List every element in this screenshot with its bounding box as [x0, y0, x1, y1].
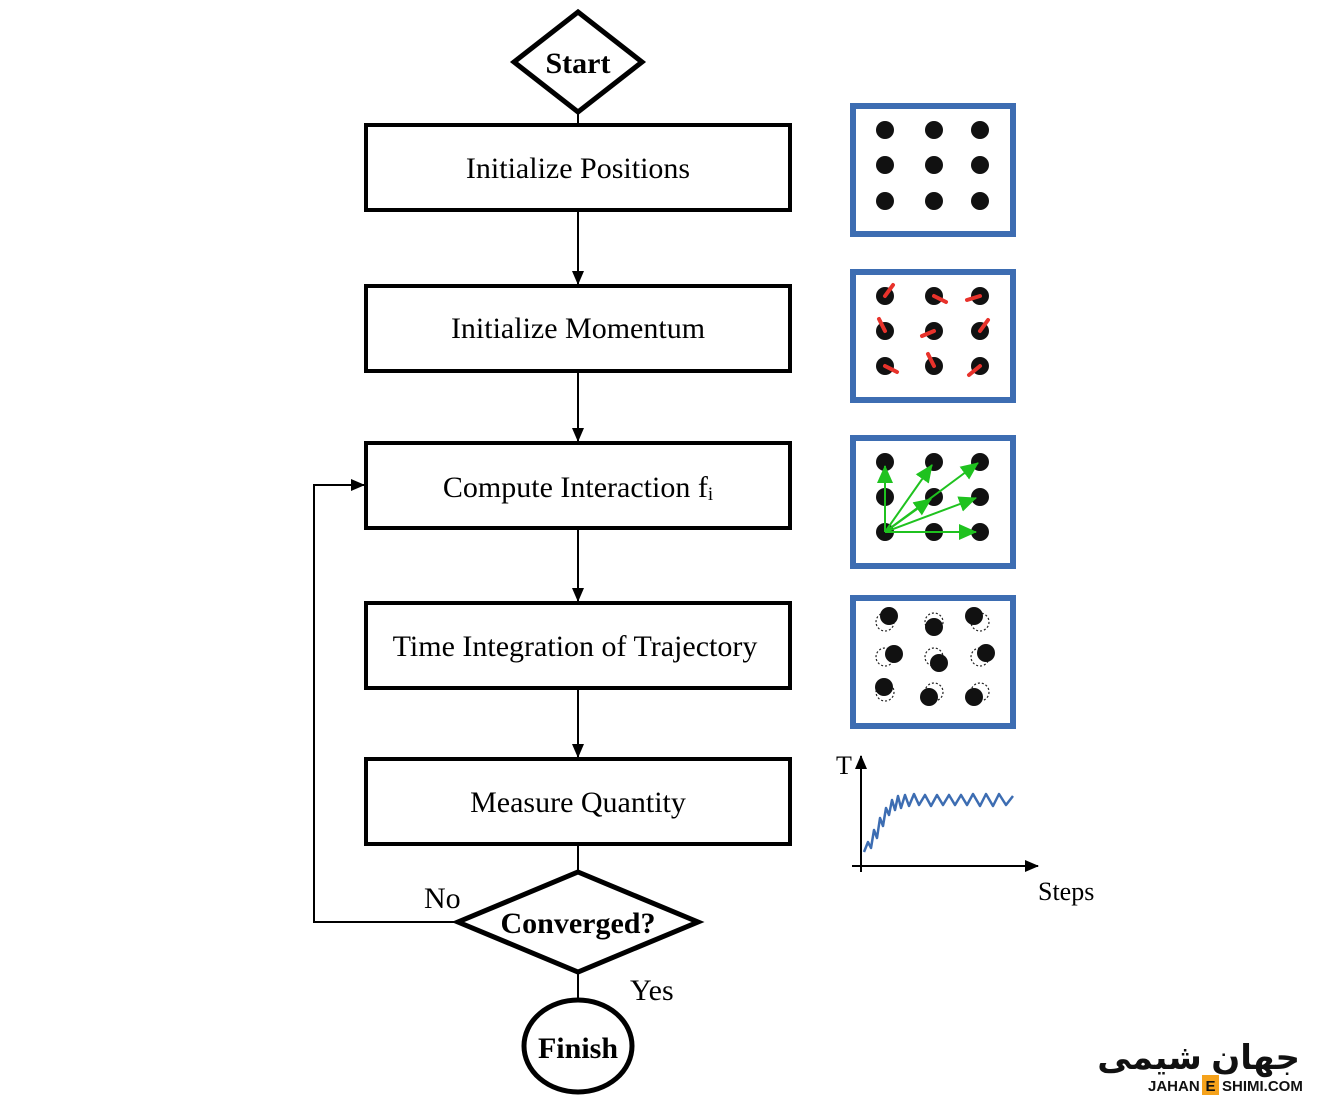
force-arrow: [884, 464, 933, 533]
particle: [971, 192, 989, 210]
step-label: Compute Interaction fi: [443, 471, 713, 505]
step-init-momentum: Initialize Momentum: [364, 284, 792, 373]
momentum-arrow: [967, 364, 982, 377]
particle: [876, 192, 894, 210]
watermark-letter-box: [1202, 1075, 1219, 1095]
step-label: Initialize Positions: [466, 152, 690, 185]
panel-integration: [850, 595, 1016, 729]
particle: [925, 192, 943, 210]
particle: [885, 645, 903, 663]
step-label-subscript: i: [708, 484, 713, 505]
previous-particle-outline: [875, 682, 895, 702]
step-box: [364, 601, 792, 690]
particle: [925, 156, 943, 174]
particle: [971, 121, 989, 139]
momentum-arrow: [932, 294, 948, 304]
previous-particle-outline: [924, 612, 944, 632]
step-time-integration: Time Integration of Trajectory: [364, 601, 792, 690]
watermark-latin-right: SHIMI.COM: [1222, 1078, 1303, 1095]
particle: [971, 453, 989, 471]
watermark-arabic-text: جهان شیمی: [1097, 1039, 1300, 1078]
loop-back-connector: [313, 479, 458, 923]
watermark-logo: جهان شیمی JAHAN E SHIMI.COM: [1097, 1039, 1303, 1095]
particle: [920, 688, 938, 706]
graph-y-label: T: [836, 751, 852, 780]
particle: [930, 654, 948, 672]
step-box: [364, 757, 792, 846]
particle: [880, 607, 898, 625]
flowchart: Start Initialize Positions Initialize Mo…: [313, 8, 792, 1095]
panel-positions: [850, 103, 1016, 237]
force-arrows: [877, 462, 979, 540]
particle: [977, 644, 995, 662]
momentum-arrow: [883, 283, 895, 298]
step-label: Time Integration of Trajectory: [393, 630, 758, 663]
step-compute-interaction: Compute Interaction fi: [364, 441, 792, 530]
particle-grid: [876, 121, 989, 210]
step-label: Initialize Momentum: [451, 312, 705, 345]
graph-line: [862, 792, 1014, 853]
decision-label: Converged?: [501, 907, 656, 940]
momentum-arrow: [926, 352, 936, 368]
no-label: No: [424, 882, 461, 915]
particle: [876, 156, 894, 174]
temperature-graph: T Steps: [836, 751, 1094, 906]
step-init-positions: Initialize Positions: [364, 123, 792, 212]
step-box: [364, 441, 792, 530]
particle: [971, 488, 989, 506]
particle: [875, 678, 893, 696]
finish-node: Finish: [521, 997, 635, 1095]
panel-momentum: [850, 269, 1016, 403]
yes-label: Yes: [630, 974, 674, 1007]
step-box: [364, 123, 792, 212]
particle: [965, 688, 983, 706]
particle: [925, 121, 943, 139]
finish-circle-shape: [521, 997, 635, 1095]
step-measure-quantity: Measure Quantity: [364, 757, 792, 846]
graph-x-label: Steps: [1038, 877, 1094, 906]
momentum-arrow: [920, 329, 936, 338]
momentum-arrow: [883, 364, 899, 374]
momentum-arrow: [877, 317, 887, 333]
decision-node: Converged?: [451, 869, 705, 975]
illustration-panels: T Steps: [836, 103, 1094, 906]
step-label-main: Compute Interaction f: [443, 471, 708, 504]
watermark-latin-left: JAHAN: [1148, 1078, 1200, 1095]
finish-label: Finish: [538, 1032, 618, 1065]
particle: [876, 121, 894, 139]
force-arrow: [884, 498, 932, 533]
force-arrow: [884, 496, 977, 533]
new-positions: [875, 607, 995, 706]
start-label: Start: [546, 47, 611, 80]
particle: [965, 607, 983, 625]
particle: [925, 618, 943, 636]
momentum-arrow: [978, 318, 990, 333]
start-node: Start: [509, 8, 647, 116]
momentum-arrow: [965, 294, 982, 302]
watermark-letter: E: [1205, 1078, 1215, 1095]
particle: [925, 453, 943, 471]
panel-interaction: [850, 435, 1016, 569]
step-box: [364, 284, 792, 373]
step-label: Measure Quantity: [470, 786, 686, 819]
momentum-arrows: [877, 283, 990, 377]
particle: [971, 156, 989, 174]
